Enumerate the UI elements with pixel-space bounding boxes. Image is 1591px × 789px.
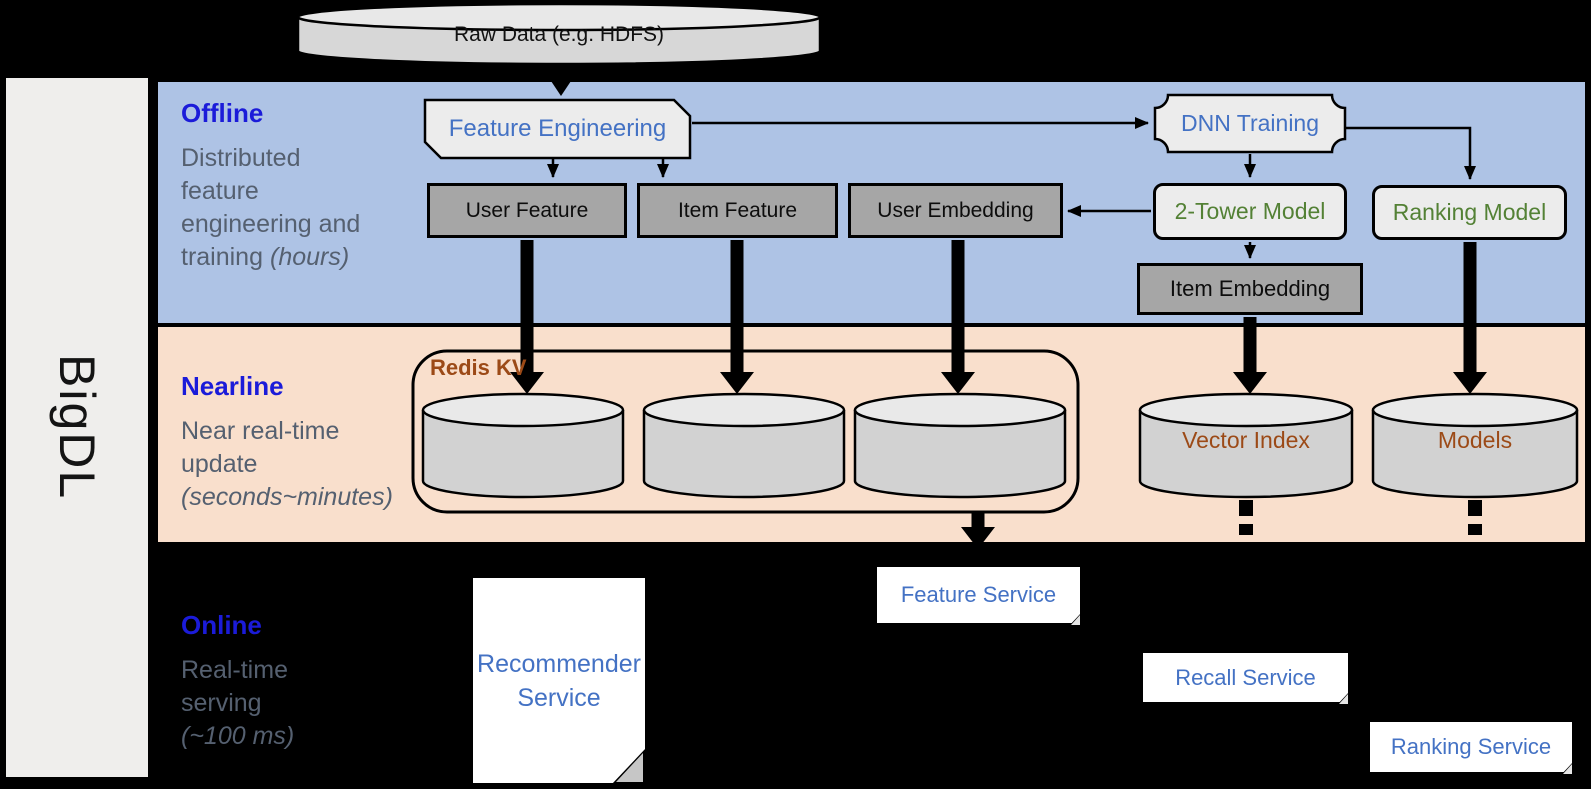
bigdl-sidebar: BigDL [6,78,148,777]
offline-section-labels: Offline Distributed feature engineering … [181,98,360,274]
thin-arrows [547,117,1476,259]
nearline-header: Nearline [181,371,284,401]
nearline-section-labels: Nearline Near real-time update (seconds~… [181,371,393,514]
models-cylinder [1371,392,1579,499]
bigdl-logo-text: BigDL [49,354,105,501]
recall-service-node: Recall Service [1143,653,1350,706]
page-fold-inner-icon [1339,694,1348,704]
online-description: Real-time serving (~100 ms) [181,656,295,750]
dnn-training-node: DNN Training [1180,110,1320,136]
models-label: Models [1437,427,1513,453]
raw-data-label: Raw Data (e.g. HDFS) [453,23,665,46]
dnn-to-ranking-model-arrow [1345,126,1476,180]
user-embedding-node: User Embedding [848,183,1063,238]
vector-index-cylinder [1138,392,1354,499]
redis-cylinder-2 [642,392,846,499]
item-embedding-node: Item Embedding [1137,263,1363,315]
user-feature-node: User Feature [427,183,627,238]
offline-description: Distributed feature engineering and trai… [181,144,361,271]
feature-engineering-shape [423,98,692,160]
recommender-service-line1: Recommender [477,649,641,678]
dashed-connectors [1239,500,1482,535]
feature-service-node: Feature Service [877,567,1082,627]
thick-arrow-heads [510,372,1487,394]
vector-index-label: Vector Index [1182,427,1310,453]
feature-engineering-node: Feature Engineering [448,115,667,142]
offline-header: Offline [181,98,264,128]
raw-data-cylinder [296,2,822,66]
recommender-service-line2: Service [517,683,601,712]
redis-kv-label: Redis KV [430,355,527,380]
ranking-model-node: Ranking Model [1372,185,1567,240]
raw-data-to-feature-engineering-arrow [549,64,573,96]
online-header: Online [181,610,262,640]
recommender-service-node: Recommender Service [473,578,646,784]
redis-cylinder-1 [421,392,625,499]
nearline-description: Near real-time update (seconds~minutes) [181,417,393,511]
redis-kv-container [411,349,1080,514]
page-fold-inner-icon [1563,764,1572,774]
ranking-service-node: Ranking Service [1370,722,1574,776]
item-feature-node: Item Feature [637,183,838,238]
redis-to-feature-service-arrow [961,512,995,549]
redis-cylinder-3 [853,392,1067,499]
online-section-labels: Online Real-time serving (~100 ms) [181,610,294,753]
dnn-training-shape [1153,93,1347,154]
page-fold-inner-icon [1071,615,1080,625]
two-tower-model-node: 2-Tower Model [1153,183,1347,240]
